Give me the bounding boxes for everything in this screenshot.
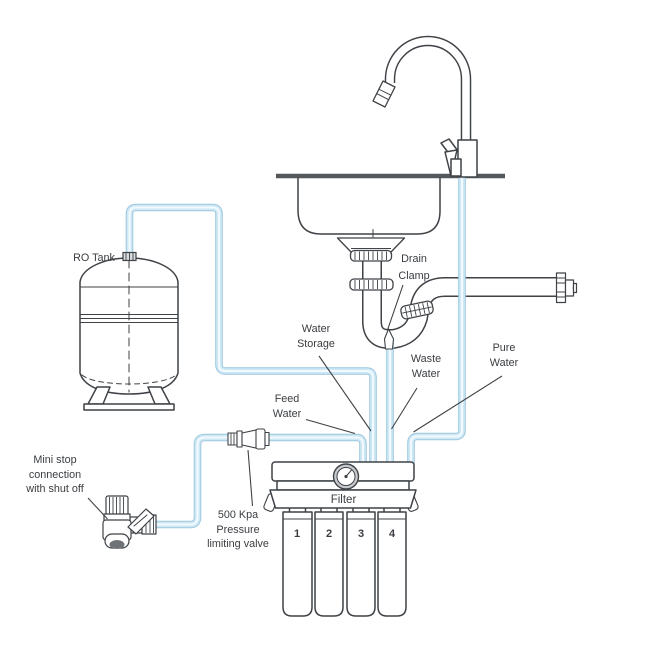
pure-water-leader: [413, 375, 503, 433]
pure-water-tube: [407, 172, 466, 464]
tank-fitting: [122, 251, 137, 262]
drain-pipe: [362, 250, 560, 349]
pure-water-label: Pure Water: [489, 342, 519, 369]
shutoff-lever: [127, 508, 155, 535]
filter-cartridges: [282, 511, 407, 617]
faucet: [372, 35, 478, 178]
pressure-gauge: [332, 463, 360, 490]
water-storage-leader: [318, 355, 372, 432]
waste-drain-fitting: [383, 328, 395, 350]
sink-basin: [297, 177, 441, 238]
drain-clamp-label: Drain Clamp: [398, 253, 430, 282]
drain-wall-flange: [555, 272, 578, 304]
storage-tube: [125, 203, 377, 464]
waste-water-label: Waste Water: [410, 353, 442, 380]
pressure-valve-label: 500 Kpa Pressure limiting valve: [207, 509, 269, 550]
feed-water-label: Feed Water: [272, 393, 302, 420]
tailpiece-clamp-lower: [349, 278, 394, 291]
ro-tank-label: RO Tank: [73, 252, 115, 264]
ro-tank: [79, 257, 179, 411]
waste-water-leader: [391, 387, 418, 430]
mini-stop-valve: [102, 495, 157, 549]
cartridge-2-number: 2: [325, 528, 333, 540]
filter-label: Filter: [330, 494, 357, 506]
water-storage-label: Water Storage: [297, 323, 335, 350]
cartridge-3-number: 3: [357, 528, 365, 540]
cartridge-4-number: 4: [388, 528, 396, 540]
cartridge-1-number: 1: [293, 528, 301, 540]
pressure-valve-leader: [247, 449, 254, 507]
filter-unit: [263, 461, 419, 617]
mini-stop-label: Mini stop connection with shut off: [26, 454, 84, 495]
filter-band: [269, 489, 417, 509]
drain-clamp-leader: [386, 284, 404, 331]
drain-clamp-fitting: [400, 300, 434, 320]
feed-water-tube: [156, 433, 367, 529]
feed-water-leader: [305, 418, 356, 435]
mini-stop-leader: [87, 497, 108, 520]
leader-lines: [87, 284, 503, 520]
tailpiece-clamp-upper: [349, 249, 393, 262]
pressure-limiting-valve: [227, 428, 270, 450]
